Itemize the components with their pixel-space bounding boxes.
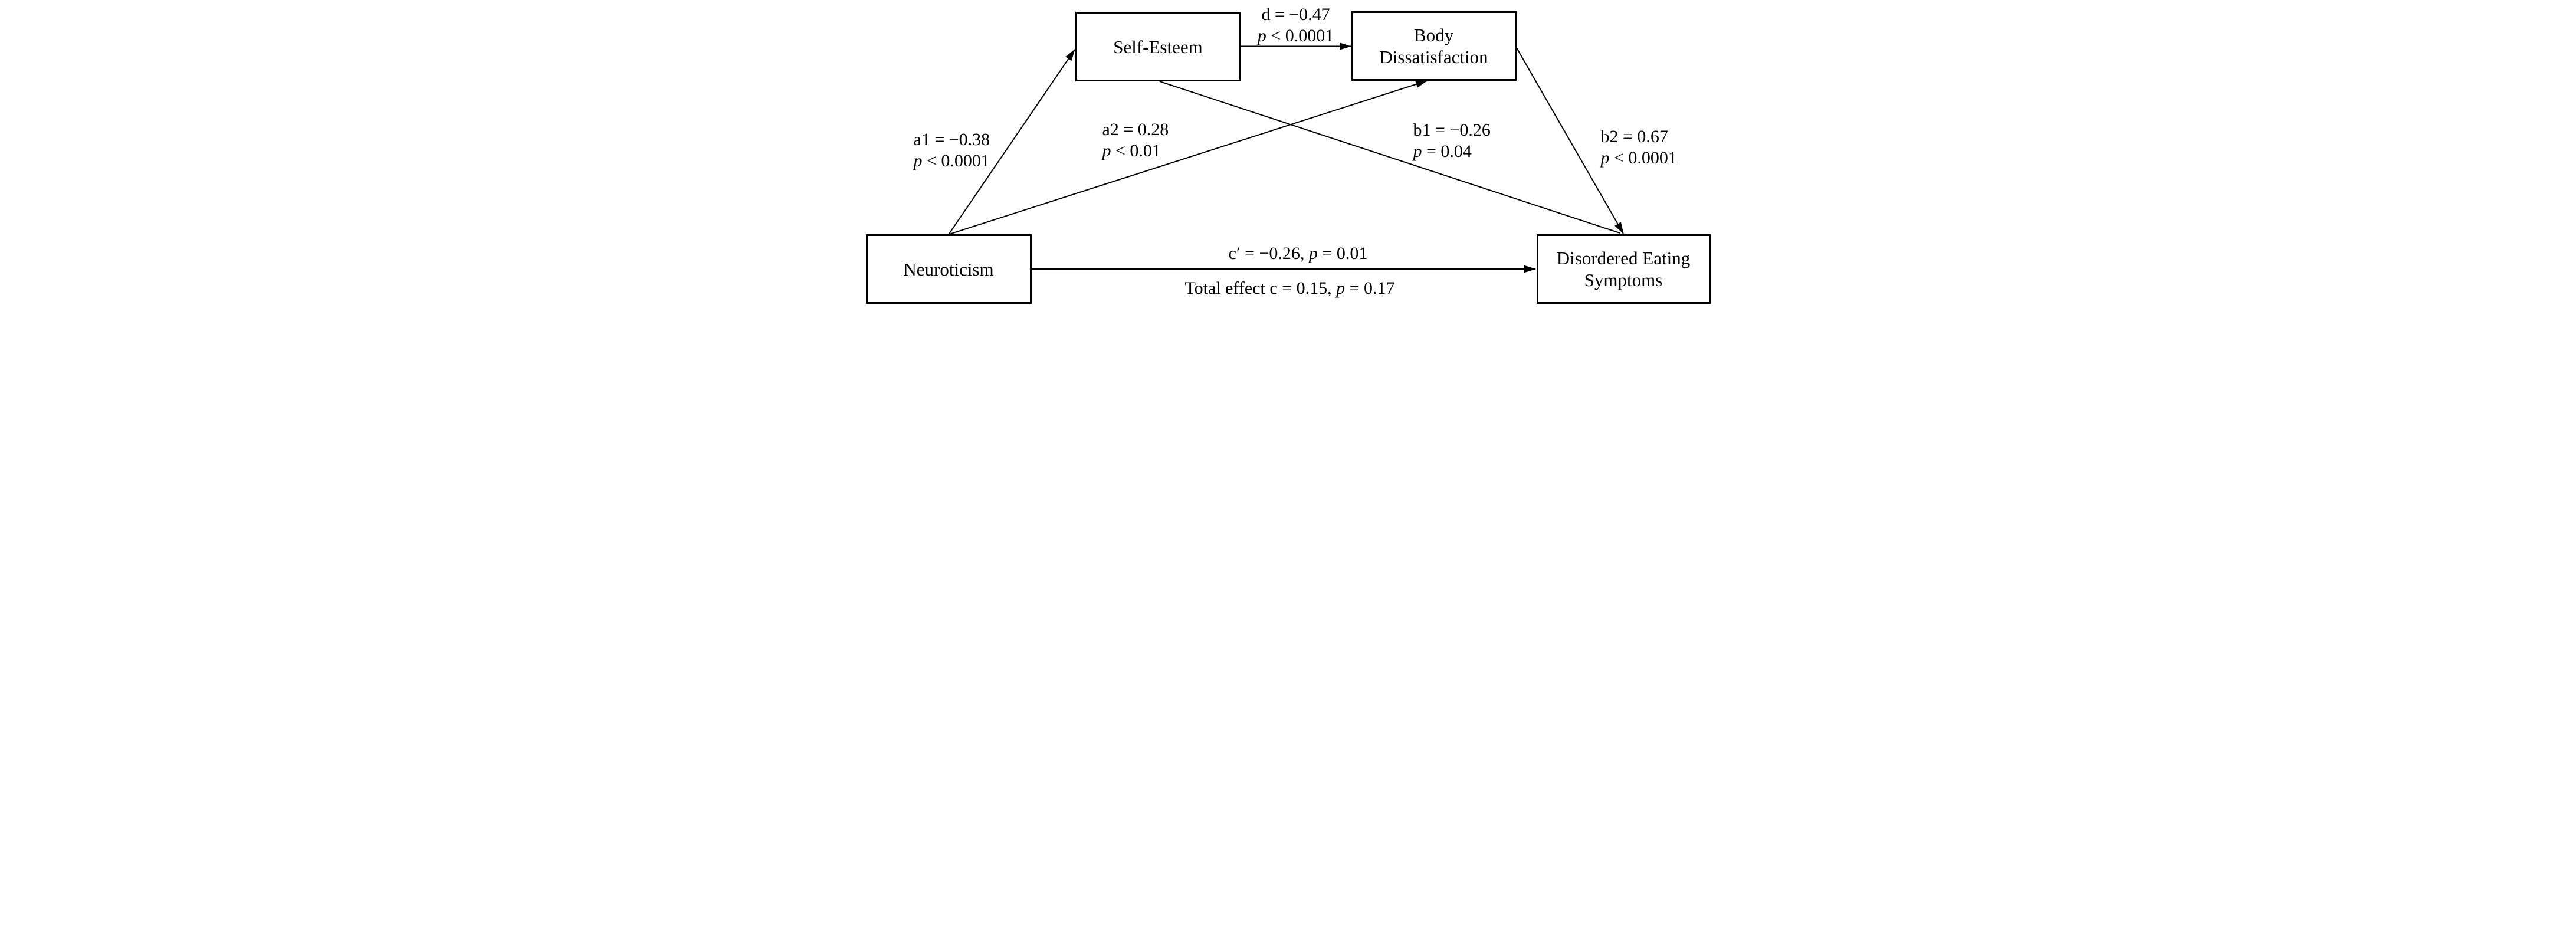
path-label-c-prime: c′ = −0.26, p = 0.01 bbox=[1228, 244, 1368, 263]
node-neuroticism: Neuroticism bbox=[865, 234, 1032, 304]
path-label-a1: a1 = −0.38 p < 0.0001 bbox=[914, 129, 990, 172]
node-self-esteem-label: Self-Esteem bbox=[1113, 36, 1203, 57]
node-disordered-eating-symptoms: Disordered Eating Symptoms bbox=[1536, 234, 1711, 304]
arrow-a2-neuroticism-to-body-dissatisfaction bbox=[948, 80, 1428, 235]
mediation-diagram: Self-Esteem Body Dissatisfaction Neuroti… bbox=[858, 0, 1718, 313]
node-self-esteem: Self-Esteem bbox=[1075, 12, 1241, 81]
path-d-coefficient: d = −0.47 bbox=[1261, 5, 1330, 24]
node-body-dissatisfaction-label-line2: Dissatisfaction bbox=[1379, 47, 1488, 67]
node-neuroticism-label: Neuroticism bbox=[903, 258, 994, 280]
node-body-dissatisfaction: Body Dissatisfaction bbox=[1351, 11, 1517, 81]
path-label-a2: a2 = 0.28 p < 0.01 bbox=[1102, 119, 1169, 162]
path-arrows bbox=[947, 42, 1624, 273]
arrow-b2-body-dissatisfaction-to-disordered-eating bbox=[1515, 47, 1624, 234]
path-label-d: d = −0.47 p < 0.0001 bbox=[1237, 4, 1355, 47]
path-a2-coefficient: a2 = 0.28 bbox=[1102, 120, 1169, 139]
arrow-a1-neuroticism-to-self-esteem bbox=[947, 49, 1075, 235]
path-a1-pvalue: p < 0.0001 bbox=[913, 151, 990, 170]
path-b2-pvalue: p < 0.0001 bbox=[1600, 148, 1677, 168]
path-b2-coefficient: b2 = 0.67 bbox=[1600, 127, 1668, 146]
node-body-dissatisfaction-label-line1: Body bbox=[1413, 25, 1454, 45]
node-disordered-eating-label-line1: Disordered Eating bbox=[1556, 248, 1691, 268]
path-b1-coefficient: b1 = −0.26 bbox=[1413, 120, 1491, 140]
path-label-b1: b1 = −0.26 p = 0.04 bbox=[1413, 120, 1491, 162]
path-label-total-effect: Total effect c = 0.15, p = 0.17 bbox=[1184, 278, 1395, 298]
path-label-b2: b2 = 0.67 p < 0.0001 bbox=[1601, 126, 1677, 169]
path-a2-pvalue: p < 0.01 bbox=[1102, 141, 1161, 160]
path-b1-pvalue: p = 0.04 bbox=[1413, 142, 1472, 161]
arrow-b1-self-esteem-to-disordered-eating bbox=[1159, 81, 1620, 234]
path-a1-coefficient: a1 = −0.38 bbox=[913, 130, 990, 149]
path-d-pvalue: p < 0.0001 bbox=[1257, 26, 1334, 45]
node-disordered-eating-label-line2: Symptoms bbox=[1584, 270, 1663, 290]
